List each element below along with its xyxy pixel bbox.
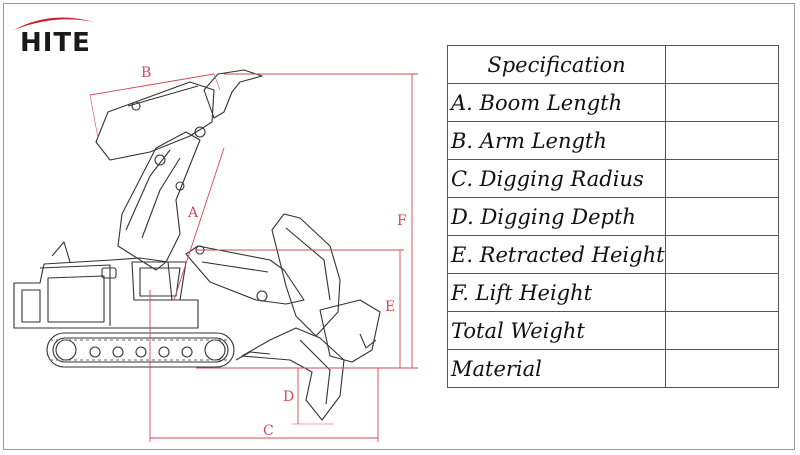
table-row: E. Retracted Height [447,235,779,274]
spec-value-lift-height [665,273,779,312]
crawler-track [46,332,235,368]
spec-value-digging-radius [665,159,779,198]
spec-value-digging-depth [665,197,779,236]
dimension-label-d: D [283,389,295,405]
spec-label-lift-height: F. Lift Height [447,273,666,312]
brand-name: HITE [20,28,91,58]
spec-label-material: Material [447,349,666,388]
track-rollers [55,339,226,361]
spec-value-boom-length [665,83,779,122]
upper-bucket [203,69,263,119]
spec-value-material [665,349,779,388]
table-row: F. Lift Height [447,273,779,312]
spec-label-digging-depth: D. Digging Depth [447,197,666,236]
spec-label-digging-radius: C. Digging Radius [447,159,666,198]
spec-value-retracted-height [665,235,779,274]
spec-label-arm-length: B. Arm Length [447,121,666,160]
specification-table: Specification A. Boom Length B. Arm Leng… [447,45,779,388]
table-header-row: Specification [447,45,779,84]
boom-arm [117,131,201,271]
dimension-label-c: C [263,423,274,439]
table-header: Specification [447,45,666,84]
table-row: D. Digging Depth [447,197,779,236]
table-row: Material [447,349,779,388]
retracted-bucket [319,299,381,363]
spec-value-arm-length [665,121,779,160]
dimension-label-e: E [385,299,396,315]
spec-label-retracted-height: E. Retracted Height [447,235,666,274]
table-row: A. Boom Length [447,83,779,122]
spec-value-total-weight [665,311,779,350]
table-header-value [665,45,779,84]
raised-boom [271,213,341,337]
dimension-label-b: B [141,65,152,81]
digging-bucket [241,327,345,421]
table-row: B. Arm Length [447,121,779,160]
logo-swoosh-icon [14,17,94,30]
dimension-label-f: F [397,213,407,229]
dimension-label-a: A [188,205,199,221]
excavator-diagram [13,69,418,442]
table-row: Total Weight [447,311,779,350]
brand-logo: HITE [10,12,102,58]
spec-label-boom-length: A. Boom Length [447,83,666,122]
operator-cab [131,261,187,301]
lowered-arm [185,245,305,305]
spec-label-total-weight: Total Weight [447,311,666,350]
table-row: C. Digging Radius [447,159,779,198]
page-border [3,3,795,450]
